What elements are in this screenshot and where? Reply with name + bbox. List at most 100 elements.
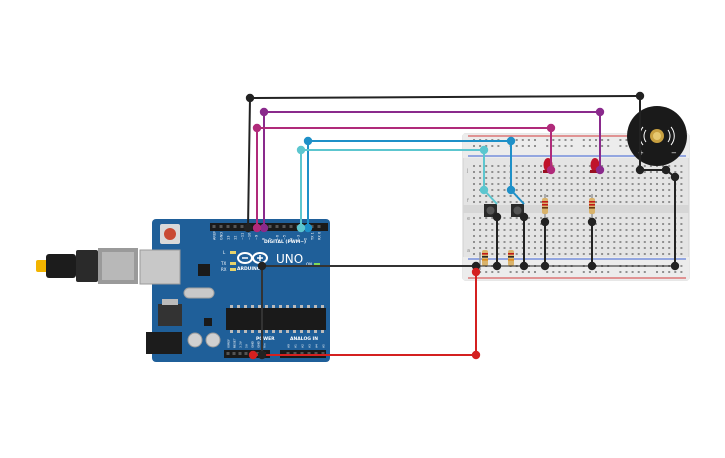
wire-endpoint[interactable] bbox=[635, 91, 645, 101]
uno-logo-text: UNO bbox=[276, 252, 303, 266]
led-on-indicator bbox=[314, 263, 320, 266]
capacitor-1 bbox=[187, 332, 203, 348]
wire-endpoint[interactable] bbox=[479, 185, 489, 195]
power-pin-label: GND bbox=[251, 340, 255, 348]
pushbutton-1[interactable] bbox=[484, 204, 497, 217]
indicator-label-on: ON bbox=[306, 262, 312, 267]
wire-endpoint[interactable] bbox=[546, 123, 556, 133]
row-letter-j: j bbox=[466, 168, 468, 174]
wire-endpoint[interactable] bbox=[635, 165, 645, 175]
indicator-label-tx: TX bbox=[220, 261, 226, 266]
analog-pin-label: A1 bbox=[294, 344, 298, 348]
digital-pin-label: 7 bbox=[269, 238, 273, 240]
pushbutton-2[interactable] bbox=[511, 204, 524, 217]
wire-endpoint[interactable] bbox=[506, 136, 516, 146]
wire-endpoint[interactable] bbox=[471, 267, 481, 277]
wire-endpoint[interactable] bbox=[519, 261, 529, 271]
digital-pin-label: 8 bbox=[262, 238, 266, 240]
digital-pin-label: TX 1 bbox=[311, 232, 315, 241]
power-jack bbox=[146, 332, 182, 354]
usb-cable-body bbox=[46, 254, 76, 278]
wire-endpoint[interactable] bbox=[519, 212, 529, 222]
row-letter-a: a bbox=[467, 248, 470, 254]
indicator-label-rx: RX bbox=[221, 267, 227, 272]
sound-wave-icon bbox=[643, 129, 647, 143]
row-letter-e: e bbox=[467, 216, 470, 222]
wire-endpoint[interactable] bbox=[587, 217, 597, 227]
wire-blue[interactable] bbox=[307, 140, 512, 228]
power-pin-label: 5V bbox=[245, 343, 249, 348]
wire-endpoint[interactable] bbox=[540, 217, 550, 227]
wire-endpoint[interactable] bbox=[661, 165, 671, 175]
wire-endpoint[interactable] bbox=[257, 350, 267, 360]
led-tx-indicator bbox=[230, 262, 236, 265]
digital-pin-label: 12 bbox=[234, 236, 238, 240]
wire-endpoint[interactable] bbox=[492, 212, 502, 222]
wire-endpoint[interactable] bbox=[259, 223, 269, 233]
usb-chip bbox=[198, 264, 210, 276]
wire-endpoint[interactable] bbox=[248, 350, 258, 360]
reset-button[interactable] bbox=[164, 228, 176, 240]
wire-endpoint[interactable] bbox=[471, 350, 481, 360]
digital-pin-label: ~3 bbox=[297, 235, 301, 240]
wire-endpoint[interactable] bbox=[296, 223, 306, 233]
digital-pin-label: ~11 bbox=[241, 233, 245, 240]
analog-pin-label: A5 bbox=[322, 344, 326, 348]
wire-endpoint[interactable] bbox=[546, 165, 556, 175]
wire-endpoint[interactable] bbox=[243, 223, 253, 233]
buzzer-minus-label: − bbox=[671, 149, 677, 157]
wire-endpoint[interactable] bbox=[492, 261, 502, 271]
power-label: POWER bbox=[256, 336, 275, 342]
wire-cyan[interactable] bbox=[300, 149, 485, 228]
wire-endpoint[interactable] bbox=[595, 165, 605, 175]
led-rx-indicator bbox=[230, 268, 236, 271]
wire-endpoint[interactable] bbox=[252, 223, 262, 233]
wire-purple[interactable] bbox=[263, 111, 601, 228]
resistor-led-1[interactable] bbox=[542, 194, 548, 222]
usb-b-port bbox=[139, 249, 181, 285]
voltage-regulator bbox=[158, 304, 182, 326]
digital-pin-label: ~10 bbox=[248, 233, 252, 240]
digital-pin-label: AREF bbox=[213, 231, 217, 240]
wire-endpoint[interactable] bbox=[479, 145, 489, 155]
wire-endpoint[interactable] bbox=[506, 185, 516, 195]
wire-endpoint[interactable] bbox=[540, 261, 550, 271]
piezo-buzzer[interactable]: + − bbox=[627, 106, 687, 166]
digital-pin-label: 4 bbox=[290, 237, 294, 240]
wire-endpoint[interactable] bbox=[259, 107, 269, 117]
wire-endpoint[interactable] bbox=[303, 136, 313, 146]
power-pin-label: GND bbox=[257, 340, 261, 348]
digital-pin-label: RX 0 bbox=[318, 232, 322, 240]
wire-endpoint[interactable] bbox=[303, 223, 313, 233]
power-pin-label: 3.3V bbox=[239, 340, 243, 348]
resistor-led-2[interactable] bbox=[589, 194, 595, 222]
wire-endpoint[interactable] bbox=[595, 107, 605, 117]
wire-endpoint[interactable] bbox=[257, 261, 267, 271]
wire-endpoint[interactable] bbox=[252, 123, 262, 133]
wire-endpoint[interactable] bbox=[670, 172, 680, 182]
arduino-brand-text: ARDUINO bbox=[237, 266, 261, 272]
capacitor-2 bbox=[205, 332, 221, 348]
wire-endpoint[interactable] bbox=[587, 261, 597, 271]
analog-pin-label: A2 bbox=[301, 344, 305, 348]
digital-pin-label: ~9 bbox=[255, 235, 259, 240]
wire-endpoint[interactable] bbox=[670, 261, 680, 271]
wire-endpoints bbox=[243, 91, 680, 360]
indicator-label-l: L bbox=[223, 250, 226, 255]
wire-gnd-buzzer[interactable] bbox=[247, 95, 641, 229]
atmega-chip bbox=[226, 308, 326, 330]
wire-endpoint[interactable] bbox=[471, 261, 481, 271]
wire-endpoint[interactable] bbox=[245, 93, 255, 103]
analog-pin-label: A3 bbox=[308, 344, 312, 348]
resistor-pulldown-2[interactable] bbox=[508, 250, 514, 266]
digital-label: DIGITAL (PWM~) bbox=[264, 239, 306, 245]
wire-magenta[interactable] bbox=[256, 127, 552, 228]
digital-pin-label: 2 bbox=[304, 238, 308, 240]
analog-in-label: ANALOG IN bbox=[290, 336, 318, 342]
wire-endpoint[interactable] bbox=[296, 145, 306, 155]
